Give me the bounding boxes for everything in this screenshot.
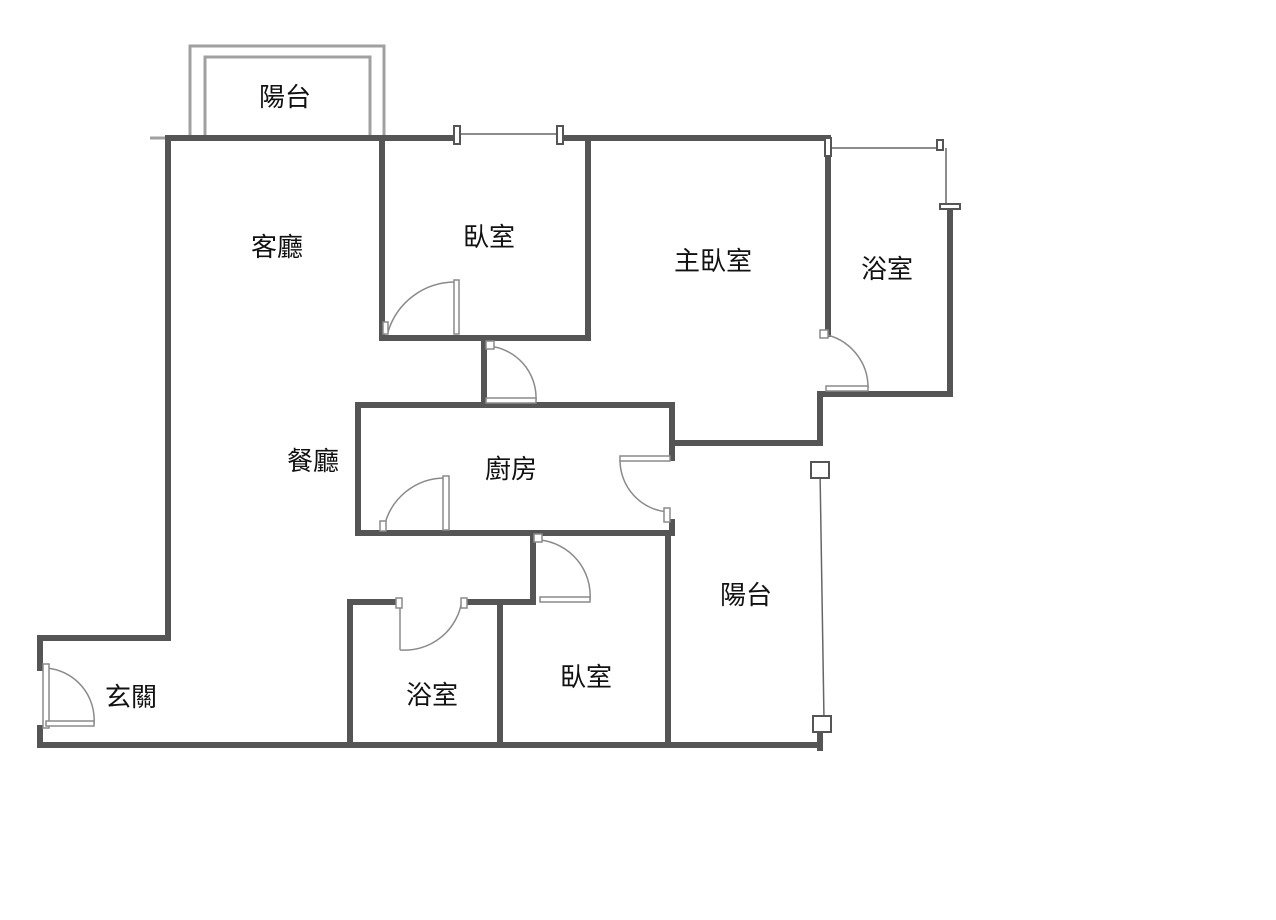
room-label-bathroom-2: 浴室: [405, 681, 459, 711]
room-label-dining-room: 餐廳: [286, 447, 340, 477]
window-jambs: [453, 125, 961, 733]
room-label-balcony-top: 陽台: [258, 83, 312, 113]
room-label-balcony-side: 陽台: [719, 581, 773, 611]
room-label-entrance: 玄關: [104, 683, 158, 713]
windows: [456, 133, 947, 721]
doors: [42, 279, 869, 729]
room-label-living-room: 客廳: [250, 233, 304, 263]
walls: [37, 135, 953, 751]
room-label-bathroom-master: 浴室: [860, 255, 914, 285]
room-label-kitchen: 廚房: [484, 455, 538, 485]
room-label-bedroom-2: 臥室: [559, 663, 613, 693]
room-label-bedroom-1: 臥室: [462, 223, 516, 253]
room-label-master-bedroom: 主臥室: [673, 247, 753, 277]
